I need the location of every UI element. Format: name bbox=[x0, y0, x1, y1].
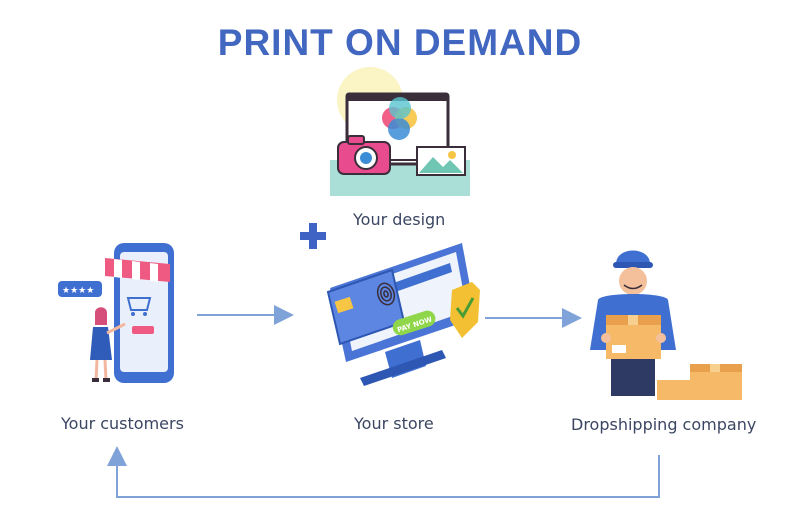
label-your-store: Your store bbox=[354, 414, 434, 433]
customer-phone-illustration-icon: ★★★★ bbox=[58, 243, 174, 383]
plus-icon bbox=[300, 223, 326, 249]
svg-text:★★★★: ★★★★ bbox=[62, 286, 94, 296]
page-title: PRINT ON DEMAND bbox=[217, 22, 583, 63]
label-your-customers: Your customers bbox=[61, 414, 184, 433]
design-illustration-icon bbox=[330, 67, 470, 196]
label-your-design: Your design bbox=[353, 210, 446, 229]
store-monitor-illustration-icon: PAY NOW bbox=[326, 243, 480, 386]
label-dropshipping-company: Dropshipping company bbox=[571, 415, 757, 434]
fingerprint-icon bbox=[376, 282, 396, 306]
return-arrow-dropshipping-to-customers bbox=[107, 446, 660, 498]
delivery-person-illustration-icon bbox=[590, 250, 742, 400]
flow-arrows bbox=[107, 305, 660, 498]
